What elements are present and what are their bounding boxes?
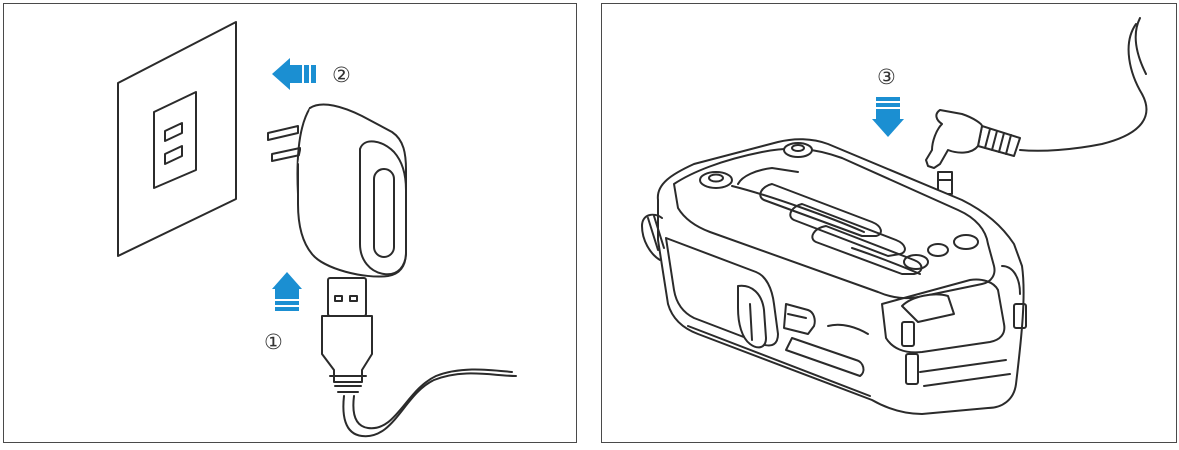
step-1-label: ① (264, 330, 283, 354)
panel-plug-to-radio: ③ (601, 3, 1177, 443)
radio-illustration: ③ (641, 17, 1148, 415)
wall-plate (117, 21, 237, 257)
step-2-label: ② (332, 63, 351, 87)
step-3-label: ③ (877, 65, 896, 89)
adapter-illustration: ② ① (117, 21, 517, 438)
arrow-down-icon (872, 97, 904, 137)
usb-cable (321, 277, 517, 438)
radio-device (641, 138, 1027, 415)
arrow-up-icon (272, 272, 302, 311)
panel-adapter-to-outlet: ② ① (3, 3, 577, 443)
power-adapter (267, 103, 407, 278)
dc-plug-cable (925, 17, 1148, 195)
arrow-left-icon (272, 58, 316, 90)
